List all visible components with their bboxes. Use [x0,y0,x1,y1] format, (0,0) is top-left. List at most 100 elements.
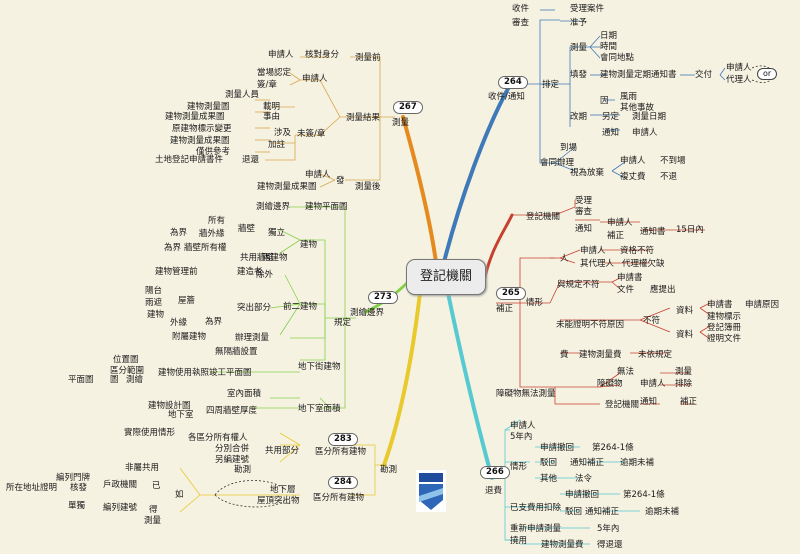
node-label: 為界 [164,243,182,253]
node-label: 申請撤回 [565,490,600,500]
node-label: 應提出 [650,285,676,295]
node-label: 測量後 [355,182,381,192]
node-label: 勘測 [234,465,252,475]
node-label: 資格不符 [620,246,655,256]
node-label: 圖 [110,375,119,385]
node-label: 測繪邊界 [256,202,291,212]
node-label: 費 [560,350,569,360]
node-label: 登記機關 [605,400,640,410]
node-label: 為界 [205,317,223,327]
node-label: 申請人 [632,128,658,138]
node-label: 第264-1條 [623,490,665,500]
node-label: 事由 [263,112,281,122]
node-label: 通知 [640,397,658,407]
node-label: 建物測量費 [541,540,584,550]
node-number: 283 [328,433,358,446]
node-label: 會同地點 [600,53,635,63]
node-label: 牆壁所有權 [184,243,227,253]
node-label: 複丈費 [620,172,646,182]
node-label: 審查 [512,18,530,28]
node-label: 退費 [485,486,503,496]
node-label: 登記簿冊 [707,323,742,333]
logo-icon [416,470,446,512]
node-label: 位置圖 [113,355,139,365]
node-label: 測量結果 [346,113,381,123]
node-label: 土地登記申請書件 [155,155,224,165]
node-label: 准予 [570,18,588,28]
node-label: 日期 [600,31,618,41]
node-label: 建物 [147,310,165,320]
node-label: 障礙物無法測量 [496,389,556,399]
node-label: 測量前 [355,53,381,63]
node-label: 地下層 [270,485,296,495]
node-label: 代理權欠缺 [622,259,665,269]
node-label: 辦理測量 [235,333,270,343]
node-label: 申請書 [617,273,643,283]
node-label: 共用牆壁 [240,253,275,263]
node-label: 排定 [542,80,560,90]
node-label: 第264-1條 [592,443,634,453]
center-node: 登記機關 [406,259,486,295]
node-label: 測量 [144,516,162,526]
node-label: 登記機關 [526,212,561,222]
node-label: 收件/通知 [488,92,525,102]
node-label: 未依規定 [638,350,673,360]
node-label: 牆外緣 [199,229,225,239]
node-label: 申請人 [302,74,328,84]
node-label: 地下街建物 [298,362,341,372]
node-label: 附屬建物 [172,332,207,342]
node-label: 建物標示 [707,312,742,322]
node-label: 證明文件 [707,334,742,344]
node-label: 補正 [607,231,625,241]
node-label: 區分範圍 [110,366,145,376]
node-label: 審查 [575,207,593,217]
node-label: 區分所有建物 [313,493,365,503]
node-label: 室內面積 [227,389,262,399]
node-label: 申請人 [580,246,606,256]
node-label: 資料 [676,306,694,316]
node-label: 測繪 [126,375,144,385]
node-label: 5年內 [510,432,533,442]
node-label: 前二建物 [283,302,318,312]
node-label: 屋簷 [178,296,196,306]
node-label: 建物測量圖 [187,102,230,112]
node-label: 補正 [496,304,514,314]
node-label: 申請人 [607,218,633,228]
node-label: 建物管理前 [155,267,198,277]
node-label: 地下室面積 [298,404,341,414]
node-label: 除外 [256,270,274,280]
node-label: 逾期未補 [645,507,680,517]
node-label: 平面圖 [68,375,94,385]
node-label: 不退 [660,172,678,182]
node-label: 如 [175,490,184,500]
node-label: 已 [152,481,161,491]
node-label: 申請人 [620,156,646,166]
node-label: 外緣 [170,318,188,328]
node-label: 單獨 [68,501,86,511]
node-label: 未能證明不符原因 [556,320,625,330]
node-label: 已支費用扣除 [510,503,562,513]
node-label: 申請人 [726,63,752,73]
node-label: 勘測 [380,465,398,475]
node-label: 情形 [510,462,528,472]
node-label: 建物測量成果圖 [257,182,317,192]
node-label: 其代理人 [580,259,615,269]
node-label: 法令 [575,474,593,484]
node-label: 兩建物 [262,253,288,263]
node-label: 5年內 [597,524,620,534]
node-label: 填發 [570,70,588,80]
node-label: 測量 [570,43,588,53]
node-label: 駁回 [565,507,583,517]
node-label: 申請書 [707,300,733,310]
node-label: 通知 [575,224,593,234]
node-label: 所在地址證明 [6,483,58,493]
node-label: 測量 [392,118,410,128]
node-number: 265 [496,287,526,300]
node-label: 簽/章 [257,80,277,90]
node-number: 264 [498,76,528,89]
node-label: 載明 [263,102,281,112]
node-label: 代理人 [726,75,752,85]
node-label: 建物測量費 [579,350,622,360]
